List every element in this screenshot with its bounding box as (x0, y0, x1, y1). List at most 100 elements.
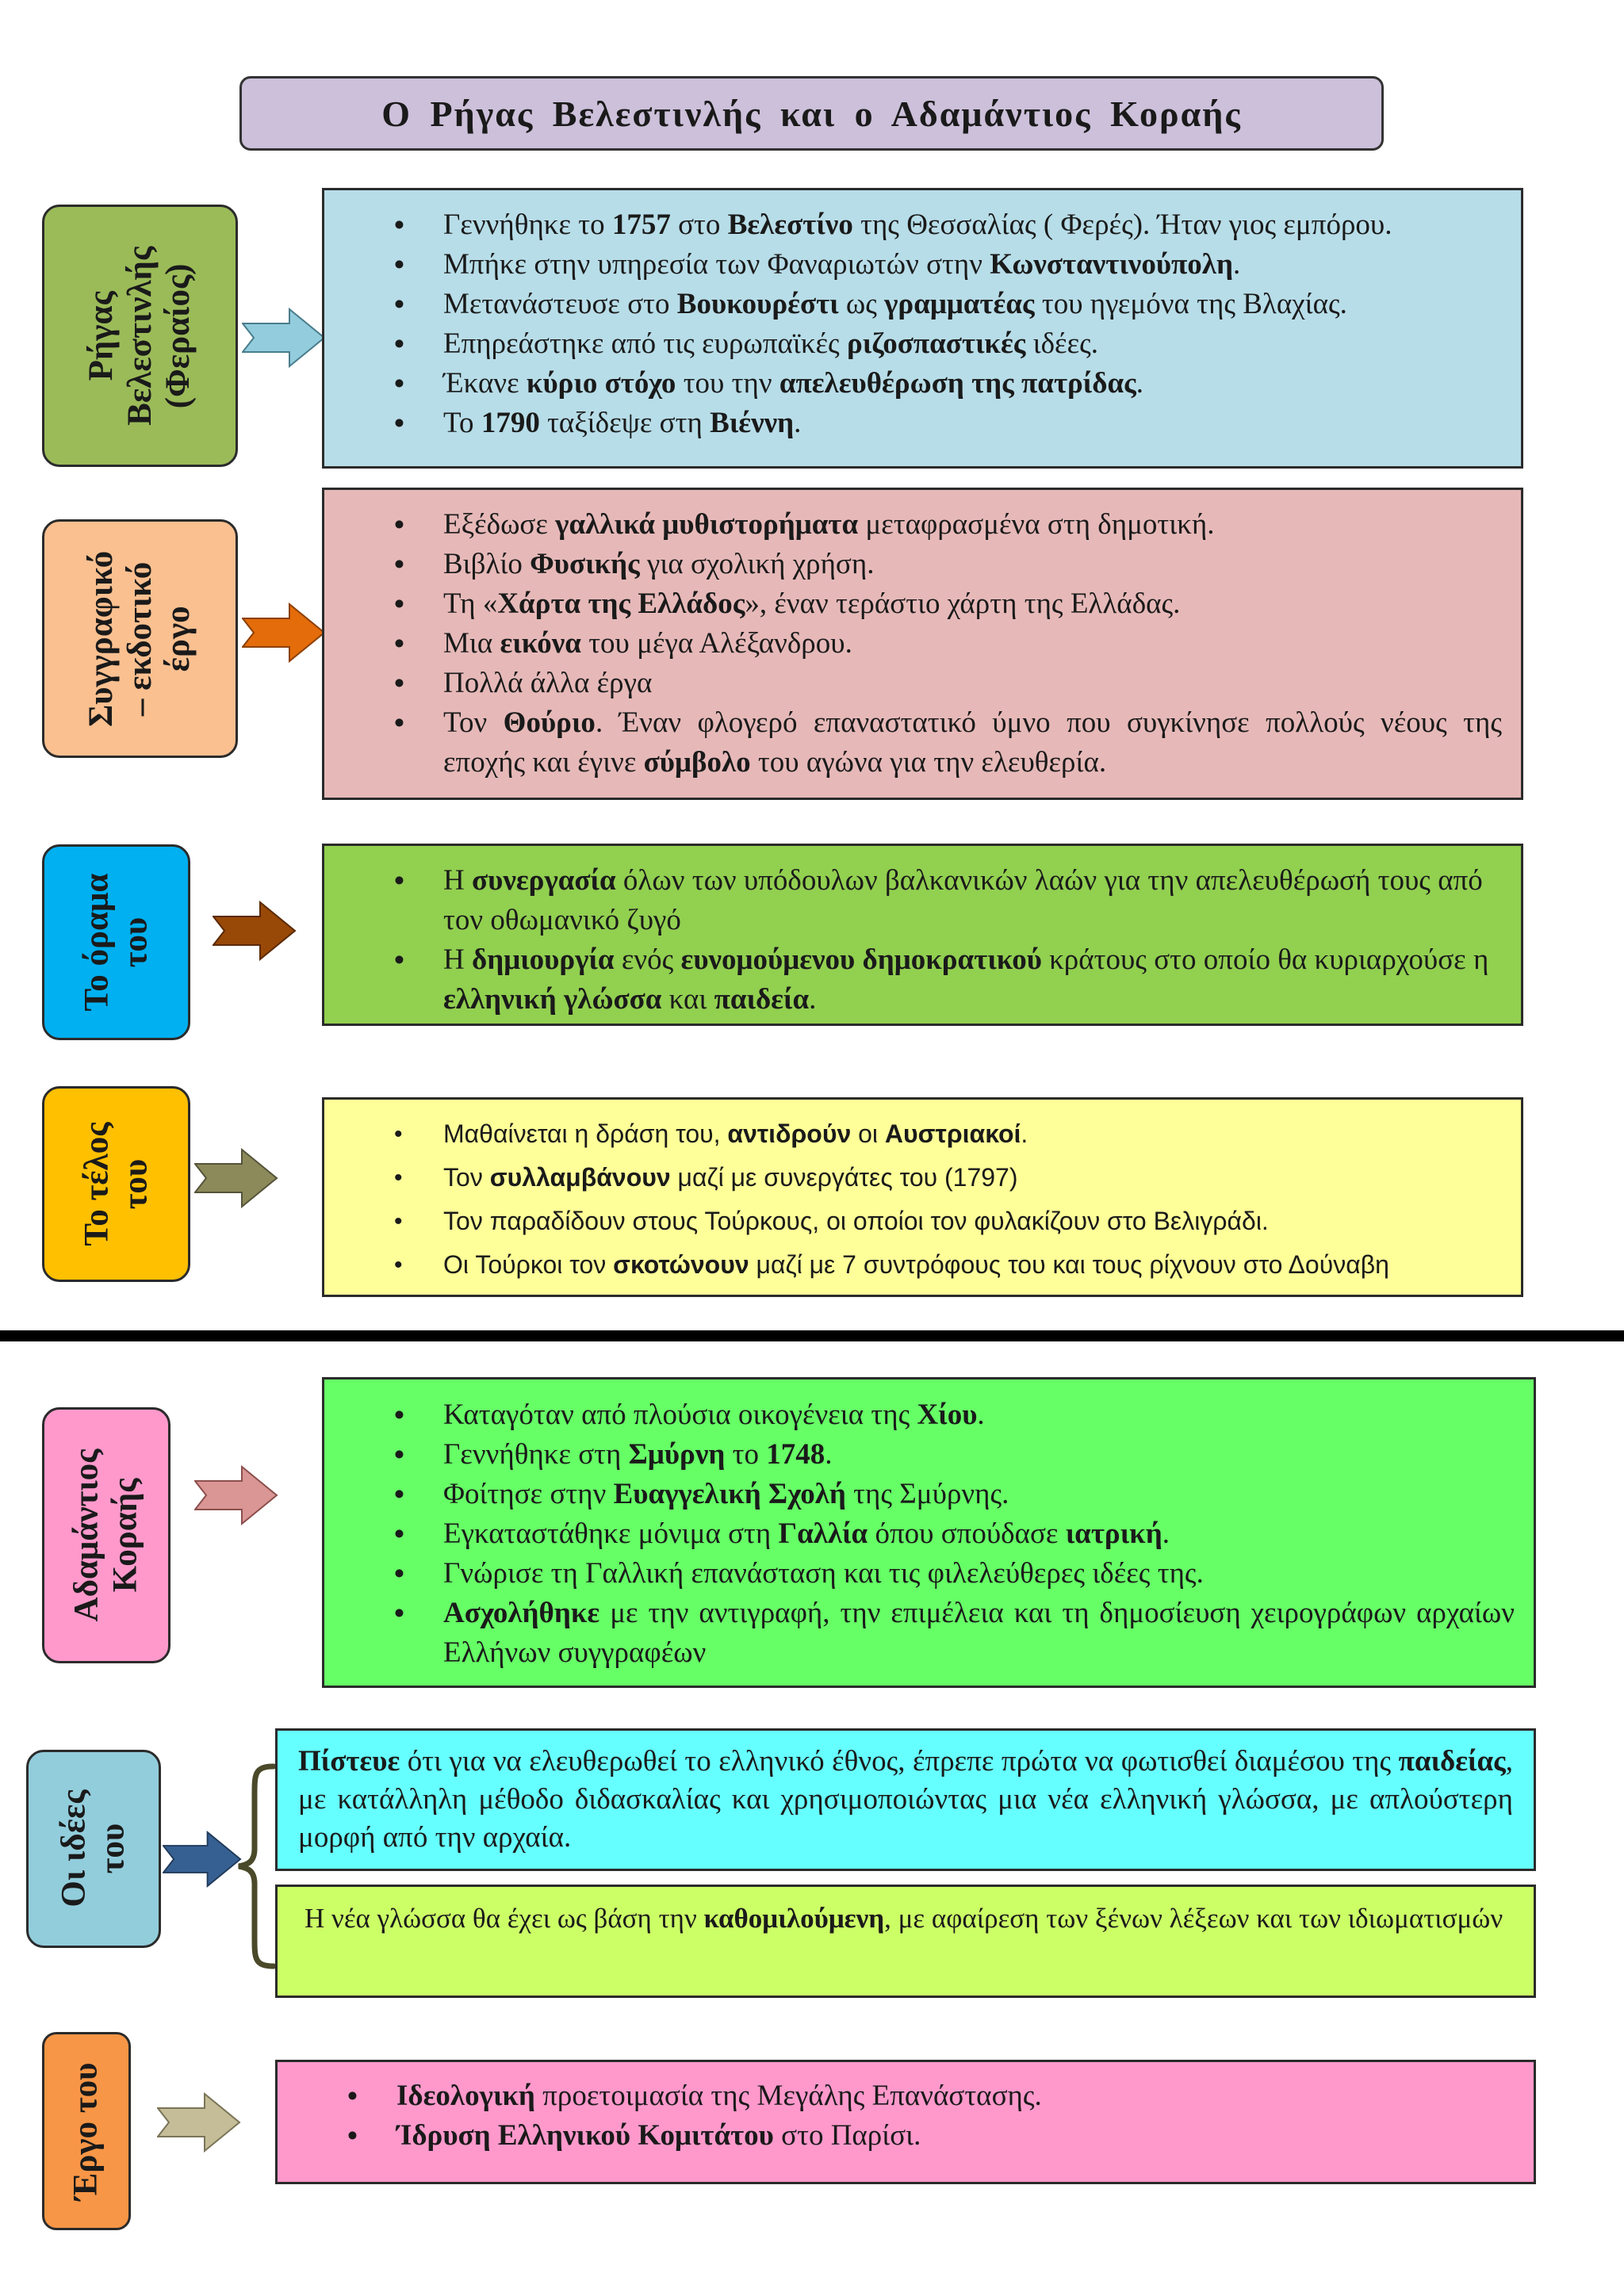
list-item: Τον συλλαμβάνουν μαζί με συνεργάτες του … (324, 1156, 1521, 1200)
text-segment: Οι Τούρκοι τον (443, 1250, 614, 1279)
list-item: Ίδρυση Ελληνικού Κομιτάτου στο Παρίσι. (278, 2116, 1534, 2156)
text-segment: οι (851, 1119, 885, 1148)
text-segment: για σχολική χρήση. (639, 548, 875, 580)
label-line: Κοραής (106, 1478, 144, 1593)
text-segment: στο Παρίσι. (773, 2119, 921, 2152)
text-segment: Πολλά άλλα έργα (443, 667, 653, 699)
right-arrow-icon (194, 1465, 278, 1525)
bold-text: Σμύρνη (628, 1438, 726, 1471)
bold-text: Γαλλία (778, 1517, 868, 1550)
bold-text: ευνομούμενου δημοκρατικού (680, 943, 1042, 976)
text-segment: Έκανε (443, 367, 527, 400)
text-segment: στο (670, 209, 728, 241)
label-line: του (116, 1158, 154, 1210)
list-item: Πολλά άλλα έργα (324, 664, 1502, 703)
list-item: Τη «Χάρτα της Ελλάδος», έναν τεράστιο χά… (324, 584, 1502, 624)
right-arrow-icon (194, 1148, 278, 1208)
list-item: Επηρεάστηκε από τις ευρωπαϊκές ριζοσπαστ… (324, 324, 1521, 364)
text-segment: . (977, 1399, 985, 1431)
list-item: Εξέδωσε γαλλικά μυθιστορήματα μεταφρασμέ… (324, 505, 1502, 545)
work-label: Έργο του (42, 2032, 131, 2230)
vision-info-box: Η συνεργασία όλων των υπόδουλων βαλκανικ… (322, 844, 1523, 1026)
list-item: Το 1790 ταξίδεψε στη Βιέννη. (324, 404, 1521, 443)
list-item: Τον Θούριο. Έναν φλογερό επαναστατικό ύμ… (324, 703, 1502, 783)
bold-text: Κωνσταντινούπολη (990, 248, 1233, 281)
rigas-info-box: Γεννήθηκε το 1757 στο Βελεστίνο της Θεσσ… (322, 188, 1523, 469)
text-segment: . (1136, 367, 1143, 400)
bold-text: Ευαγγελική Σχολή (613, 1478, 846, 1510)
writing-list: Εξέδωσε γαλλικά μυθιστορήματα μεταφρασμέ… (324, 505, 1521, 783)
bold-text: 1757 (611, 209, 671, 241)
bold-text: Αυστριακοί (884, 1119, 1021, 1148)
text-segment: . (794, 407, 802, 439)
text-segment: το (725, 1438, 767, 1471)
text-segment: Γεννήθηκε το (443, 209, 612, 241)
text-segment: Επηρεάστηκε από τις ευρωπαϊκές (443, 327, 847, 360)
work-info-box: Ιδεολογική προετοιμασία της Μεγάλης Επαν… (275, 2060, 1536, 2184)
bold-text: σκοτώνουν (613, 1250, 749, 1279)
text-segment: Μαθαίνεται η δράση του, (443, 1119, 728, 1148)
text-segment: προετοιμασία της Μεγάλης Επανάστασης. (534, 2080, 1042, 2112)
vision-list: Η συνεργασία όλων των υπόδουλων βαλκανικ… (324, 861, 1521, 1020)
text-segment: », έναν τεράστιο χάρτη της Ελλάδας. (745, 587, 1181, 620)
bold-text: παιδεία (714, 983, 810, 1016)
text-segment: . (825, 1438, 833, 1471)
text-segment: με την αντιγραφή, την επιμέλεια και τη δ… (443, 1597, 1515, 1669)
bold-text: Θούριο (503, 706, 596, 739)
list-item: Οι Τούρκοι τον σκοτώνουν μαζί με 7 συντρ… (324, 1243, 1521, 1287)
bold-text: ιατρική (1065, 1517, 1162, 1550)
text-segment: του ηγεμόνα της Βλαχίας. (1034, 288, 1347, 320)
text-segment: , με αφαίρεση των ξένων λέξεων και των ι… (884, 1903, 1503, 1934)
list-item: Μετανάστευσε στο Βουκουρέστι ως γραμματέ… (324, 285, 1521, 324)
text-segment: μεταφρασμένα στη δημοτική. (858, 508, 1215, 541)
list-item: Ασχολήθηκε με την αντιγραφή, την επιμέλε… (324, 1594, 1515, 1673)
korais-list: Καταγόταν από πλούσια οικογένεια της Χίο… (324, 1395, 1534, 1673)
ideas-second-box: Η νέα γλώσσα θα έχει ως βάση την καθομιλ… (275, 1885, 1536, 1998)
text-segment: ιδέες. (1025, 327, 1099, 360)
text-segment: Γνώρισε τη Γαλλική επανάσταση και τις φι… (443, 1557, 1204, 1590)
label-line: – εκδοτικό (121, 561, 159, 716)
bold-text: σύμβολο (643, 746, 751, 779)
right-arrow-icon (242, 308, 326, 368)
bold-text: ελληνική γλώσσα (443, 983, 662, 1016)
text-segment: Τον παραδίδουν στους Τούρκους, οι οποίοι… (443, 1207, 1269, 1235)
list-item: Ιδεολογική προετοιμασία της Μεγάλης Επαν… (278, 2076, 1534, 2116)
text-segment: της Σμύρνης. (845, 1478, 1009, 1510)
text-segment: όλων των υπόδουλων βαλκανικών λαών για τ… (443, 864, 1483, 936)
curly-brace-icon (238, 1763, 277, 1969)
label-line: του (93, 1823, 131, 1874)
label-line: του (116, 916, 154, 968)
text-segment: Τον (443, 706, 504, 739)
text-segment: Το (443, 407, 481, 439)
text-segment: Η (443, 943, 472, 976)
bold-text: ριζοσπαστικές (846, 327, 1026, 360)
text-segment: της Θεσσαλίας ( Φερές). Ήταν γιος εμπόρο… (852, 209, 1392, 241)
text-segment: Βιβλίο (443, 548, 530, 580)
label-line: έργο (159, 606, 197, 672)
text-segment: Καταγόταν από πλούσια οικογένεια της (443, 1399, 917, 1431)
text-segment: του αγώνα για την ελευθερία. (750, 746, 1107, 779)
bold-text: Βουκουρέστι (676, 288, 839, 320)
list-item: Η δημιουργία ενός ευνομούμενου δημοκρατι… (324, 940, 1502, 1020)
right-arrow-icon (163, 1831, 242, 1888)
bold-text: Βελεστίνο (727, 209, 853, 241)
bold-text: 1748 (766, 1438, 825, 1471)
list-item: Γεννήθηκε στη Σμύρνη το 1748. (324, 1435, 1515, 1475)
right-arrow-icon (157, 2092, 241, 2152)
bold-text: Βιέννη (710, 407, 795, 439)
list-item: Βιβλίο Φυσικής για σχολική χρήση. (324, 545, 1502, 584)
label-line: Βελεστινλής (121, 246, 159, 426)
right-arrow-icon (242, 603, 326, 663)
list-item: Καταγόταν από πλούσια οικογένεια της Χίο… (324, 1395, 1515, 1435)
text-segment: Μπήκε στην υπηρεσία των Φαναριωτών στην (443, 248, 990, 281)
text-segment: Τον (443, 1163, 490, 1192)
